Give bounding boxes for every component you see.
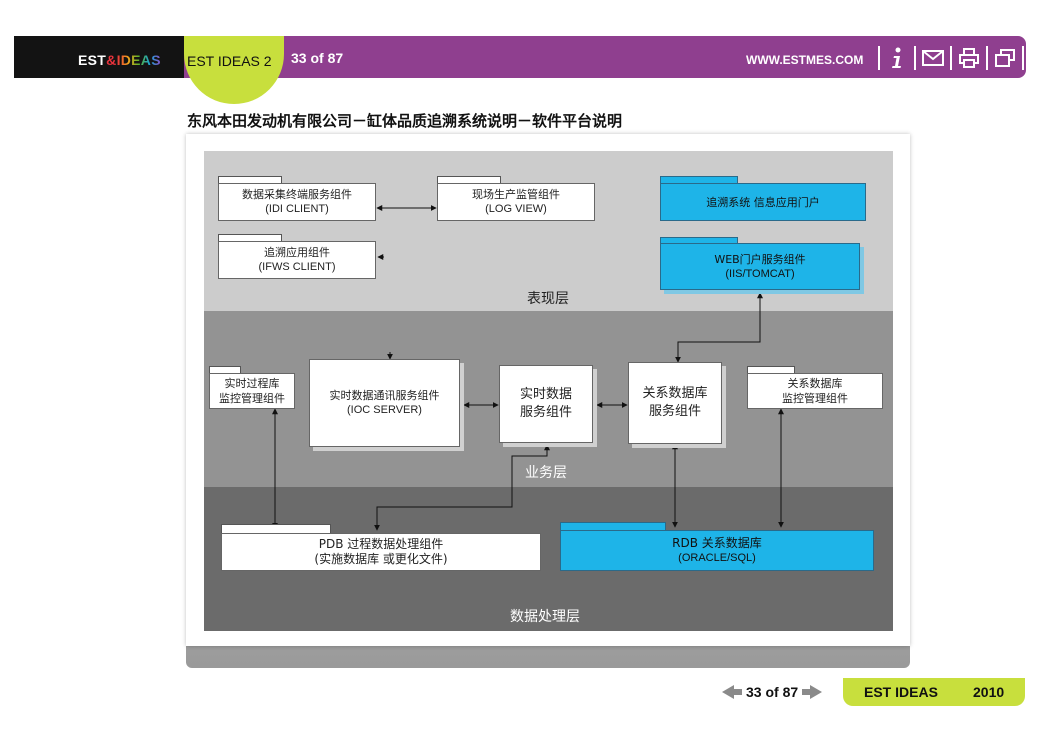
idi-client-component[interactable]: 数据采集终端服务组件 (IDI CLIENT) [218,183,376,221]
edition-tab-label: EST IDEAS 2 [187,53,272,69]
toolbar-icons [874,44,1028,72]
component-subtitle: (实施数据库 或更化文件) [314,552,448,566]
print-icon[interactable] [956,45,982,71]
component-subtitle: 服务组件 [648,404,701,419]
ioc-server-component[interactable]: 实时数据通讯服务组件 (IOC SERVER) [309,359,460,447]
component-subtitle: 监控管理组件 [219,392,285,405]
component-title: 实时过程库 [224,377,280,390]
toolbar-divider [878,46,880,70]
component-subtitle: (ORACLE/SQL) [678,551,756,564]
brand-prefix: EST [78,52,107,68]
component-subtitle: 监控管理组件 [782,392,848,405]
component-title: 追溯应用组件 [264,246,330,259]
component-title: 数据采集终端服务组件 [242,188,352,201]
edition-tab[interactable] [184,36,284,104]
component-subtitle: (IIS/TOMCAT) [725,267,795,280]
component-title: 关系数据库 [642,386,708,401]
component-title: 实时数据 [519,387,572,402]
data-layer-label: 数据处理层 [510,609,580,625]
presentation-layer-label: 表现层 [527,291,569,307]
component-subtitle: (LOG VIEW) [485,203,547,215]
footer-year: 2010 [973,684,1005,700]
mail-icon[interactable] [920,45,946,71]
site-url-link[interactable]: WWW.ESTMES.COM [746,53,864,67]
log-view-component[interactable]: 现场生产监管组件 (LOG VIEW) [437,183,595,221]
realtime-monitor-component[interactable]: 实时过程库 监控管理组件 [209,373,295,409]
next-page-icon[interactable] [802,685,823,699]
toolbar-divider [950,46,952,70]
component-title: 关系数据库 [787,377,843,390]
web-portal-component[interactable]: WEB门户服务组件 (IIS/TOMCAT) [660,243,860,290]
relational-monitor-component[interactable]: 关系数据库 监控管理组件 [747,373,883,409]
page-title: 东风本田发动机有限公司－缸体品质追溯系统说明－软件平台说明 [187,112,623,130]
component-subtitle: (IOC SERVER) [347,404,422,416]
page-indicator: 33 of 87 [291,50,344,66]
component-title: 实时数据通讯服务组件 [329,389,440,402]
footer-page-indicator: 33 of 87 [746,684,799,700]
relational-data-component[interactable]: 关系数据库 服务组件 [628,362,722,444]
realtime-data-component[interactable]: 实时数据 服务组件 [499,365,593,443]
brand-logo[interactable]: EST&IDEAS [78,52,161,68]
business-layer-label: 业务层 [525,465,567,481]
brand-suffix: IDEAS [116,52,161,68]
component-subtitle: 服务组件 [519,405,572,420]
toolbar-divider [914,46,916,70]
brand-block [14,36,184,78]
component-title: PDB 过程数据处理组件 [318,537,444,551]
toolbar-divider [986,46,988,70]
component-title: WEB门户服务组件 [714,252,806,266]
info-icon[interactable] [884,45,910,71]
component-title: RDB 关系数据库 [672,535,762,550]
footer-brand-badge [843,678,1025,706]
toolbar-divider [1022,46,1024,70]
component-title: 现场生产监管组件 [472,188,560,201]
footer-brand-name: EST IDEAS [864,684,938,700]
footer-pagination: 33 of 87 [722,684,823,700]
prev-page-icon[interactable] [722,685,742,699]
component-subtitle: (IDI CLIENT) [265,203,329,215]
component-title: 追溯系统 信息应用门户 [706,195,820,209]
component-subtitle: (IFWS CLIENT) [258,261,336,273]
ifws-client-component[interactable]: 追溯应用组件 (IFWS CLIENT) [218,241,376,279]
window-icon[interactable] [992,45,1018,71]
brand-amp: & [106,52,117,68]
portal-component[interactable]: 追溯系统 信息应用门户 [660,183,866,221]
pdb-component[interactable]: PDB 过程数据处理组件 (实施数据库 或更化文件) [221,533,541,571]
rdb-component[interactable]: RDB 关系数据库 (ORACLE/SQL) [560,530,874,571]
